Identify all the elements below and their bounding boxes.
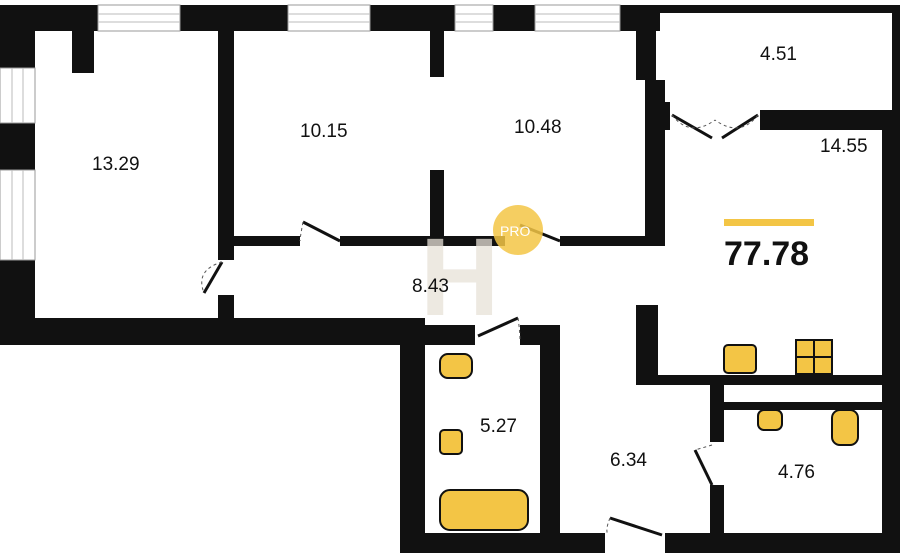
hallway-area: 8.43: [412, 276, 449, 297]
bathroom-area: 5.27: [480, 416, 517, 437]
corridor-area: 6.34: [610, 450, 647, 471]
wall-rooms-bottom-2: [340, 236, 505, 246]
doors: [201, 113, 759, 537]
wall-kitchen-stub: [636, 305, 658, 375]
wall-bottom-left: [0, 318, 425, 345]
toilet-wc-icon: [831, 409, 859, 446]
wall-stub-room1: [72, 5, 94, 73]
total-accent-bar: [724, 219, 814, 226]
wall-toilet-left-lower: [710, 485, 724, 553]
wall-bath-right: [540, 325, 560, 540]
toilet-area: 4.76: [778, 462, 815, 483]
pro-badge-circle: [493, 205, 543, 255]
fixtures: [439, 339, 859, 531]
window-room1-left-2: [0, 169, 36, 261]
bathtub-icon: [439, 489, 529, 531]
wall-room3-right: [636, 5, 656, 80]
wall-rooms-bottom: [218, 236, 300, 246]
wall-rooms-bottom-3: [560, 236, 665, 246]
wall-balcony-right: [892, 5, 900, 110]
wall-room1-hall: [218, 295, 234, 325]
wall-kitchen-top: [760, 110, 900, 130]
window-room3-top-a: [454, 4, 494, 32]
room-3-area: 10.48: [514, 117, 562, 138]
svg-text:H: H: [420, 216, 499, 339]
kitchen-sink-icon: [723, 344, 757, 374]
wall-room1-room2: [218, 5, 234, 260]
wall-kitchen-right: [882, 110, 900, 553]
wall-bottom-right: [665, 533, 900, 553]
wall-room2-room3-lower: [430, 170, 444, 245]
wall-balcony-bottom: [656, 102, 670, 130]
kitchen-area: 14.55: [820, 136, 868, 157]
windows: [0, 4, 621, 261]
room-labels: 13.29 10.15 10.48 4.51 14.55 8.43 5.27 6…: [92, 44, 868, 483]
total-area: 77.78: [724, 235, 809, 273]
wall-toilet-top: [710, 402, 900, 410]
toilet-sink-icon: [757, 409, 783, 431]
wall-balcony-top: [656, 5, 900, 13]
wall-room2-room3: [430, 5, 444, 77]
watermark: H PRO: [420, 205, 543, 339]
window-room3-top-b: [534, 4, 621, 32]
window-room2-top: [287, 4, 371, 32]
room-2-area: 10.15: [300, 121, 348, 142]
wall-bath-top: [425, 325, 475, 345]
wall-kitchen-bottom: [636, 375, 900, 385]
balcony-area: 4.51: [760, 44, 797, 65]
window-room1-top: [97, 4, 181, 32]
wall-bottom: [400, 533, 605, 553]
toilet-bowl-icon: [439, 353, 473, 379]
pro-badge-text: PRO: [500, 223, 530, 239]
window-room1-left: [0, 67, 36, 124]
wall-toilet-left: [710, 385, 724, 442]
bathroom-sink-icon: [439, 429, 463, 455]
room-1-area: 13.29: [92, 154, 140, 175]
wall-bath-left: [400, 335, 425, 553]
